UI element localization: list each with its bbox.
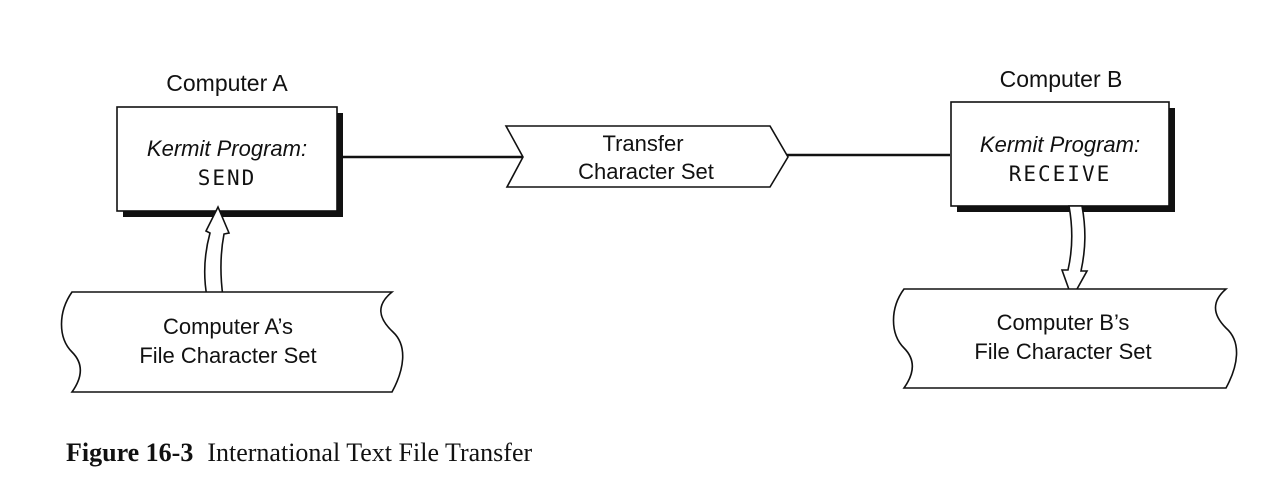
computer-b-command: RECEIVE: [1009, 162, 1112, 186]
computer-b-title: Computer B: [1000, 66, 1123, 92]
figure-caption: Figure 16-3 International Text File Trans…: [66, 438, 532, 468]
computer-b-program-box: [950, 101, 1170, 207]
computer-b-file-set-shape: [892, 288, 1238, 389]
computer-b-file-set-line2: File Character Set: [974, 339, 1151, 364]
computer-a-file-set-line2: File Character Set: [139, 343, 316, 368]
computer-a-program-label: Kermit Program:: [147, 136, 307, 161]
computer-b-program-label: Kermit Program:: [980, 132, 1140, 157]
transfer-label-line2: Character Set: [578, 159, 714, 184]
figure-title: International Text File Transfer: [207, 438, 533, 467]
computer-a-command: SEND: [198, 166, 257, 190]
downward-hollow-arrow: [1060, 205, 1089, 300]
transfer-label-line1: Transfer: [602, 131, 683, 156]
computer-a-file-set-shape: [60, 291, 404, 393]
computer-a-title: Computer A: [166, 70, 288, 96]
figure-number: Figure 16-3: [66, 438, 194, 467]
computer-a-file-set-line1: Computer A’s: [163, 314, 293, 339]
computer-a-program-box: [116, 106, 338, 212]
transfer-chevron-shape: [504, 125, 789, 188]
upward-hollow-arrow: [203, 205, 231, 298]
computer-b-file-set-line1: Computer B’s: [997, 310, 1130, 335]
